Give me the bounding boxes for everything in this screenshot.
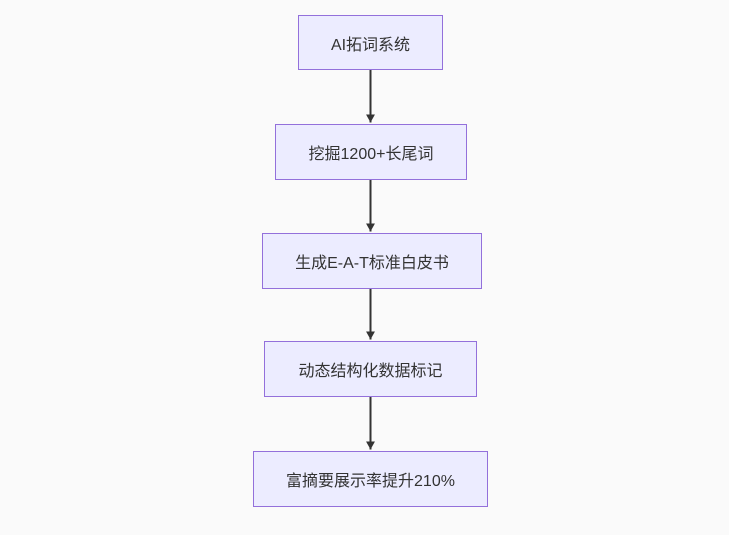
flow-node-label: 生成E-A-T标准白皮书 [295,255,449,272]
flow-node-label: 挖掘1200+长尾词 [308,146,434,163]
flow-node-mine-longtail-keywords: 挖掘1200+长尾词 [275,124,467,180]
flow-node-rich-snippet-increase: 富摘要展示率提升210% [253,451,488,507]
flow-node-label: 富摘要展示率提升210% [286,473,455,490]
flow-node-dynamic-structured-data: 动态结构化数据标记 [264,341,477,397]
flow-node-label: 动态结构化数据标记 [298,363,443,380]
flow-node-label: AI拓词系统 [330,36,411,54]
flow-node-generate-eat-whitepaper: 生成E-A-T标准白皮书 [262,233,482,289]
flow-node-ai-keyword-system: AI拓词系统 [298,15,443,70]
